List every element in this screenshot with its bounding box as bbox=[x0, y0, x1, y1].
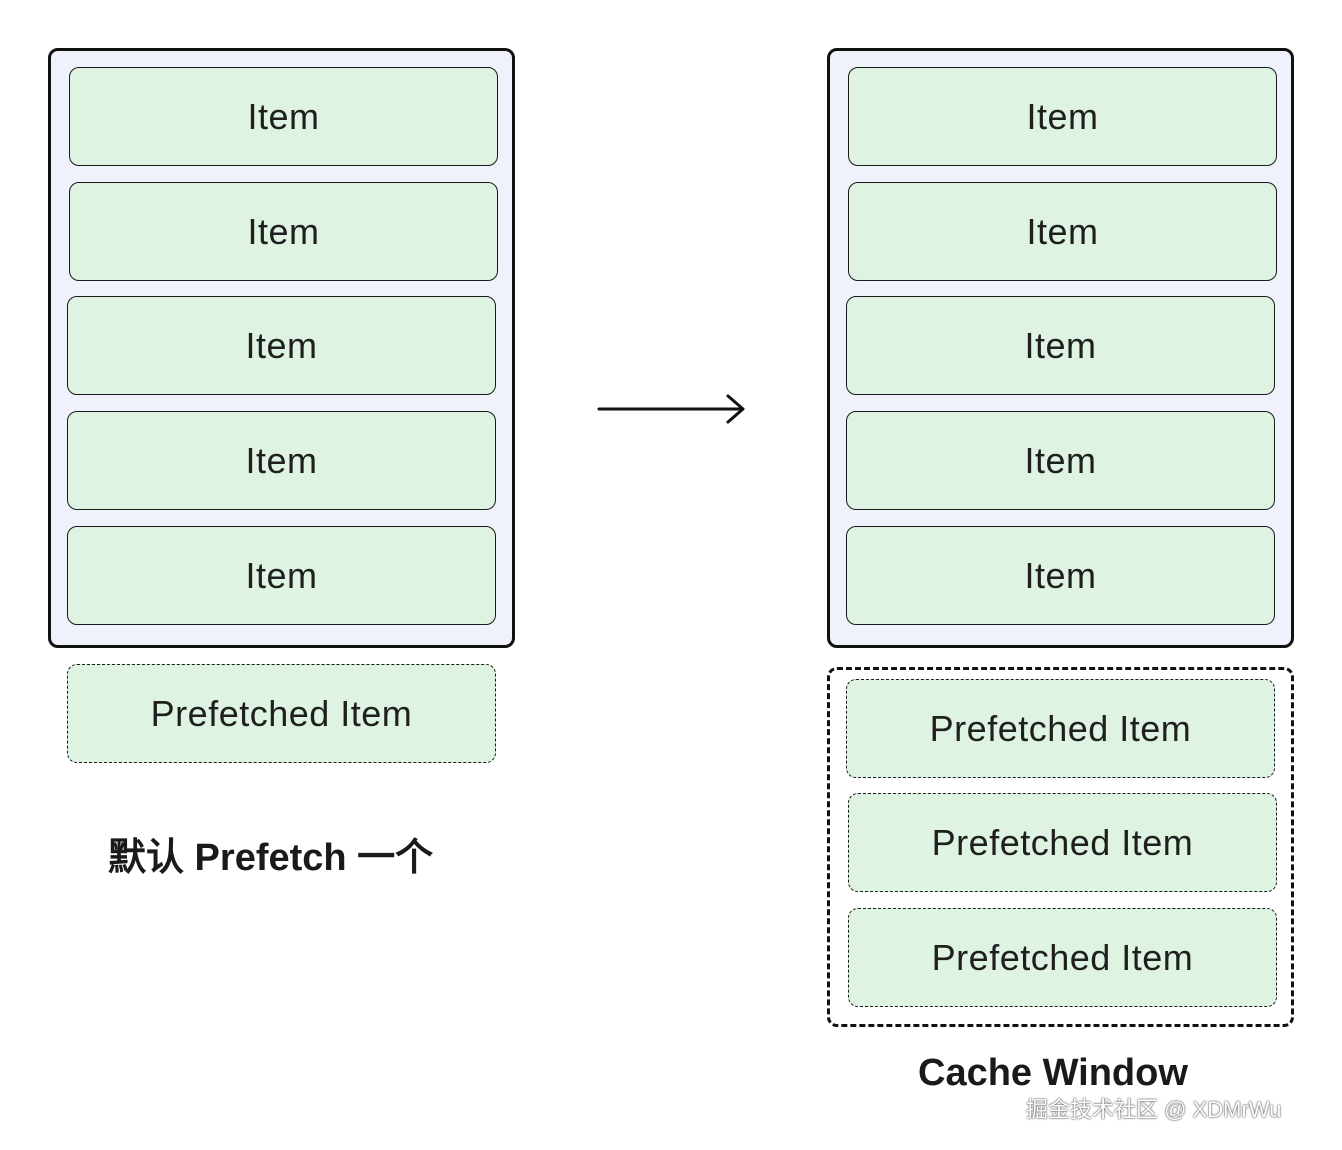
left-caption: 默认 Prefetch 一个 bbox=[108, 837, 434, 879]
left-item-3-label: Item bbox=[245, 324, 318, 366]
left-prefetched-item-label: Prefetched Item bbox=[150, 692, 413, 734]
left-prefetched-item: Prefetched Item bbox=[67, 664, 496, 763]
cache-window-frame bbox=[827, 667, 1294, 1027]
right-item-2: Item bbox=[848, 182, 1277, 281]
right-prefetched-item-2: Prefetched Item bbox=[848, 793, 1277, 892]
left-item-1: Item bbox=[69, 67, 498, 166]
watermark: 掘金技术社区 @ XDMrWu bbox=[1026, 1097, 1282, 1122]
right-item-2-label: Item bbox=[1026, 210, 1099, 252]
left-item-2: Item bbox=[69, 182, 498, 281]
right-prefetched-item-3: Prefetched Item bbox=[848, 908, 1277, 1007]
right-prefetched-item-3-label: Prefetched Item bbox=[931, 936, 1194, 978]
right-arrow-icon bbox=[597, 394, 745, 424]
left-item-3: Item bbox=[67, 296, 496, 395]
right-prefetched-item-1-label: Prefetched Item bbox=[929, 707, 1192, 749]
left-item-2-label: Item bbox=[247, 210, 320, 252]
left-item-5-label: Item bbox=[245, 554, 318, 596]
right-item-5-label: Item bbox=[1024, 554, 1097, 596]
left-item-4: Item bbox=[67, 411, 496, 510]
right-item-4-label: Item bbox=[1024, 439, 1097, 481]
right-caption: Cache Window bbox=[918, 1052, 1188, 1094]
right-item-3-label: Item bbox=[1024, 324, 1097, 366]
right-item-5: Item bbox=[846, 526, 1275, 625]
right-item-1: Item bbox=[848, 67, 1277, 166]
left-item-4-label: Item bbox=[245, 439, 318, 481]
right-prefetched-item-2-label: Prefetched Item bbox=[931, 821, 1194, 863]
left-item-1-label: Item bbox=[247, 95, 320, 137]
right-item-3: Item bbox=[846, 296, 1275, 395]
left-item-5: Item bbox=[67, 526, 496, 625]
right-prefetched-item-1: Prefetched Item bbox=[846, 679, 1275, 778]
right-item-4: Item bbox=[846, 411, 1275, 510]
right-item-1-label: Item bbox=[1026, 95, 1099, 137]
